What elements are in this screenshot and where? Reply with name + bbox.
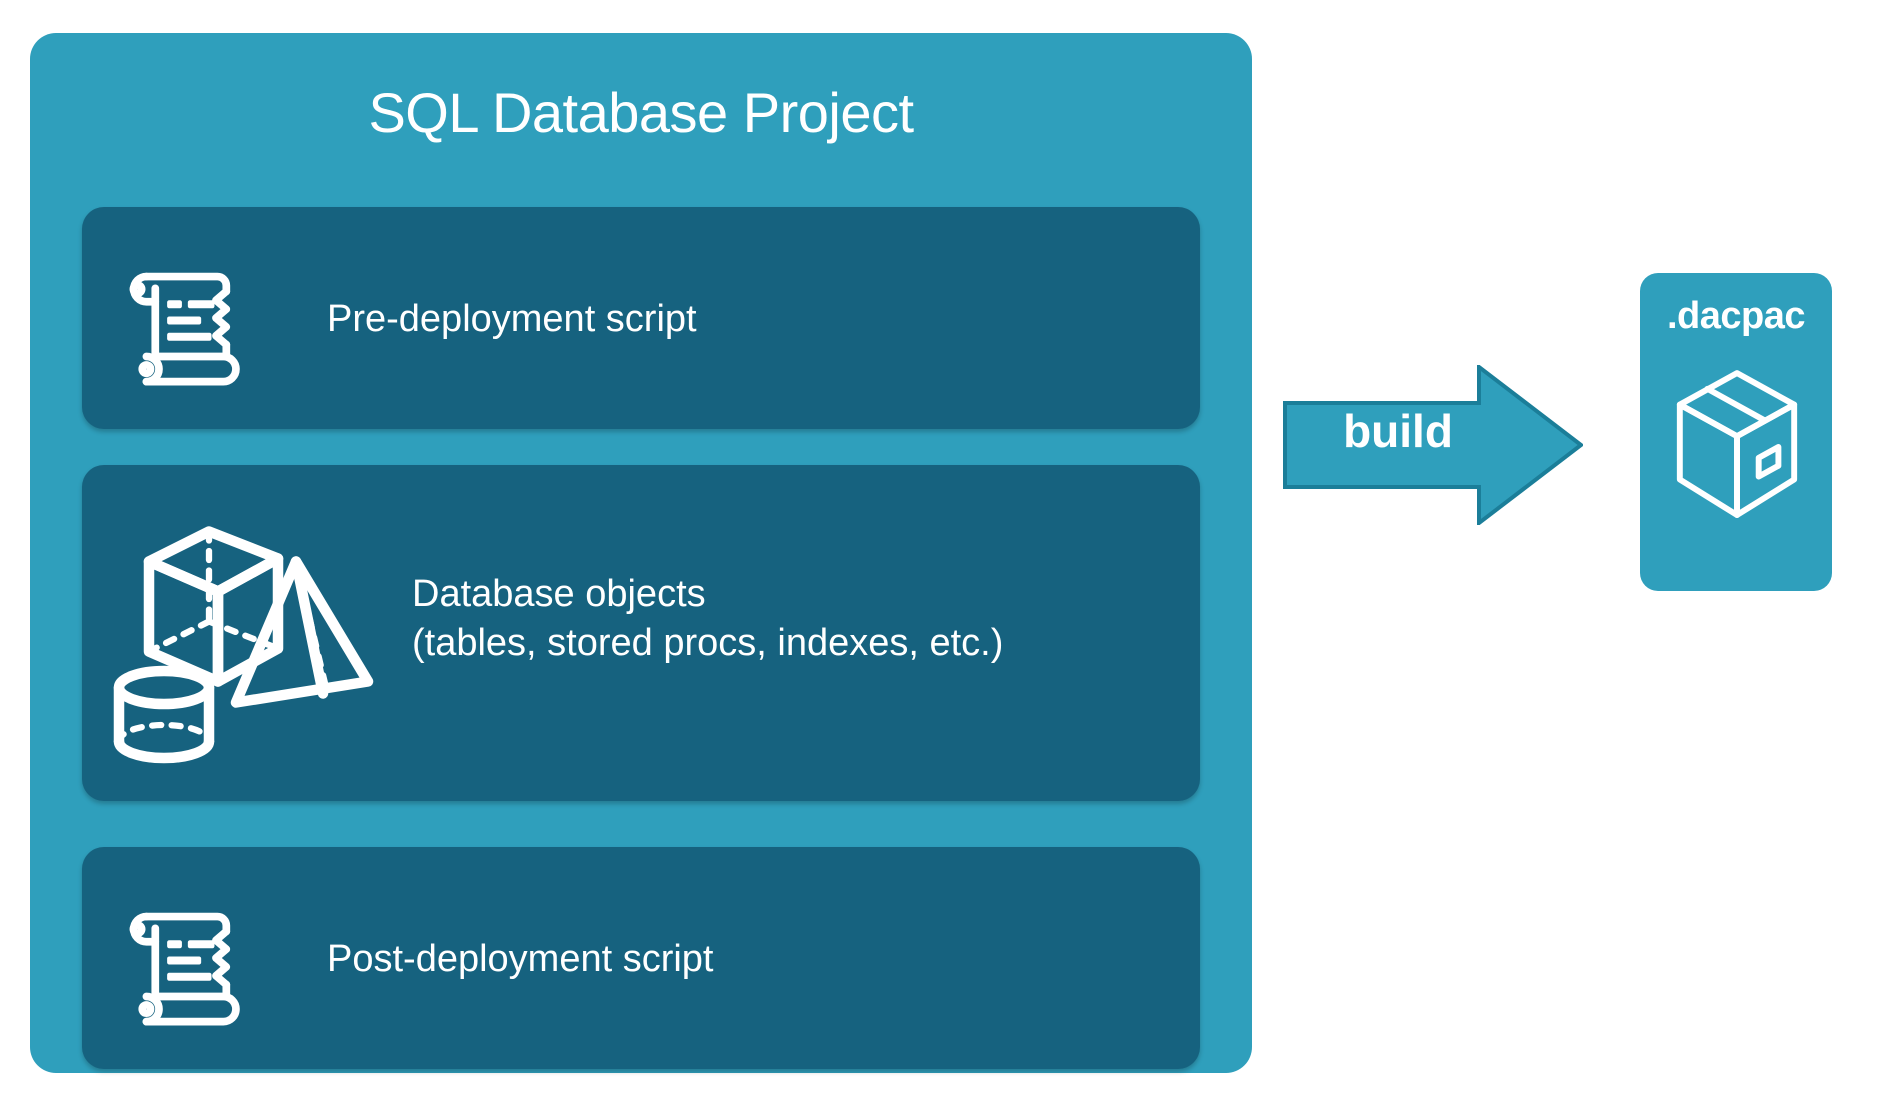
- dacpac-output-box[interactable]: .dacpac: [1640, 273, 1832, 591]
- card-label-pre-deployment-script: Pre-deployment script: [327, 298, 697, 340]
- scroll-icon: [129, 912, 240, 1026]
- card-post-deployment-script[interactable]: Post-deployment script: [82, 847, 1200, 1069]
- dacpac-label: .dacpac: [1666, 295, 1806, 337]
- package-box-icon: [1676, 370, 1798, 518]
- card-label-database-objects: Database objects (tables, stored procs, …: [412, 573, 1004, 664]
- card-pre-deployment-script[interactable]: Pre-deployment script: [82, 207, 1200, 429]
- card-label-post-deployment-script: Post-deployment script: [327, 938, 714, 980]
- 3d-shapes-icon: [113, 526, 374, 764]
- card-database-objects[interactable]: Database objects (tables, stored procs, …: [82, 465, 1200, 801]
- scroll-icon: [129, 272, 240, 386]
- project-title: SQL Database Project: [368, 81, 914, 144]
- pyramid-icon: [230, 556, 374, 708]
- right-arrow-icon: [1283, 365, 1583, 525]
- sql-database-project-container: SQL Database Project: [30, 33, 1252, 1073]
- cylinder-icon: [113, 665, 215, 764]
